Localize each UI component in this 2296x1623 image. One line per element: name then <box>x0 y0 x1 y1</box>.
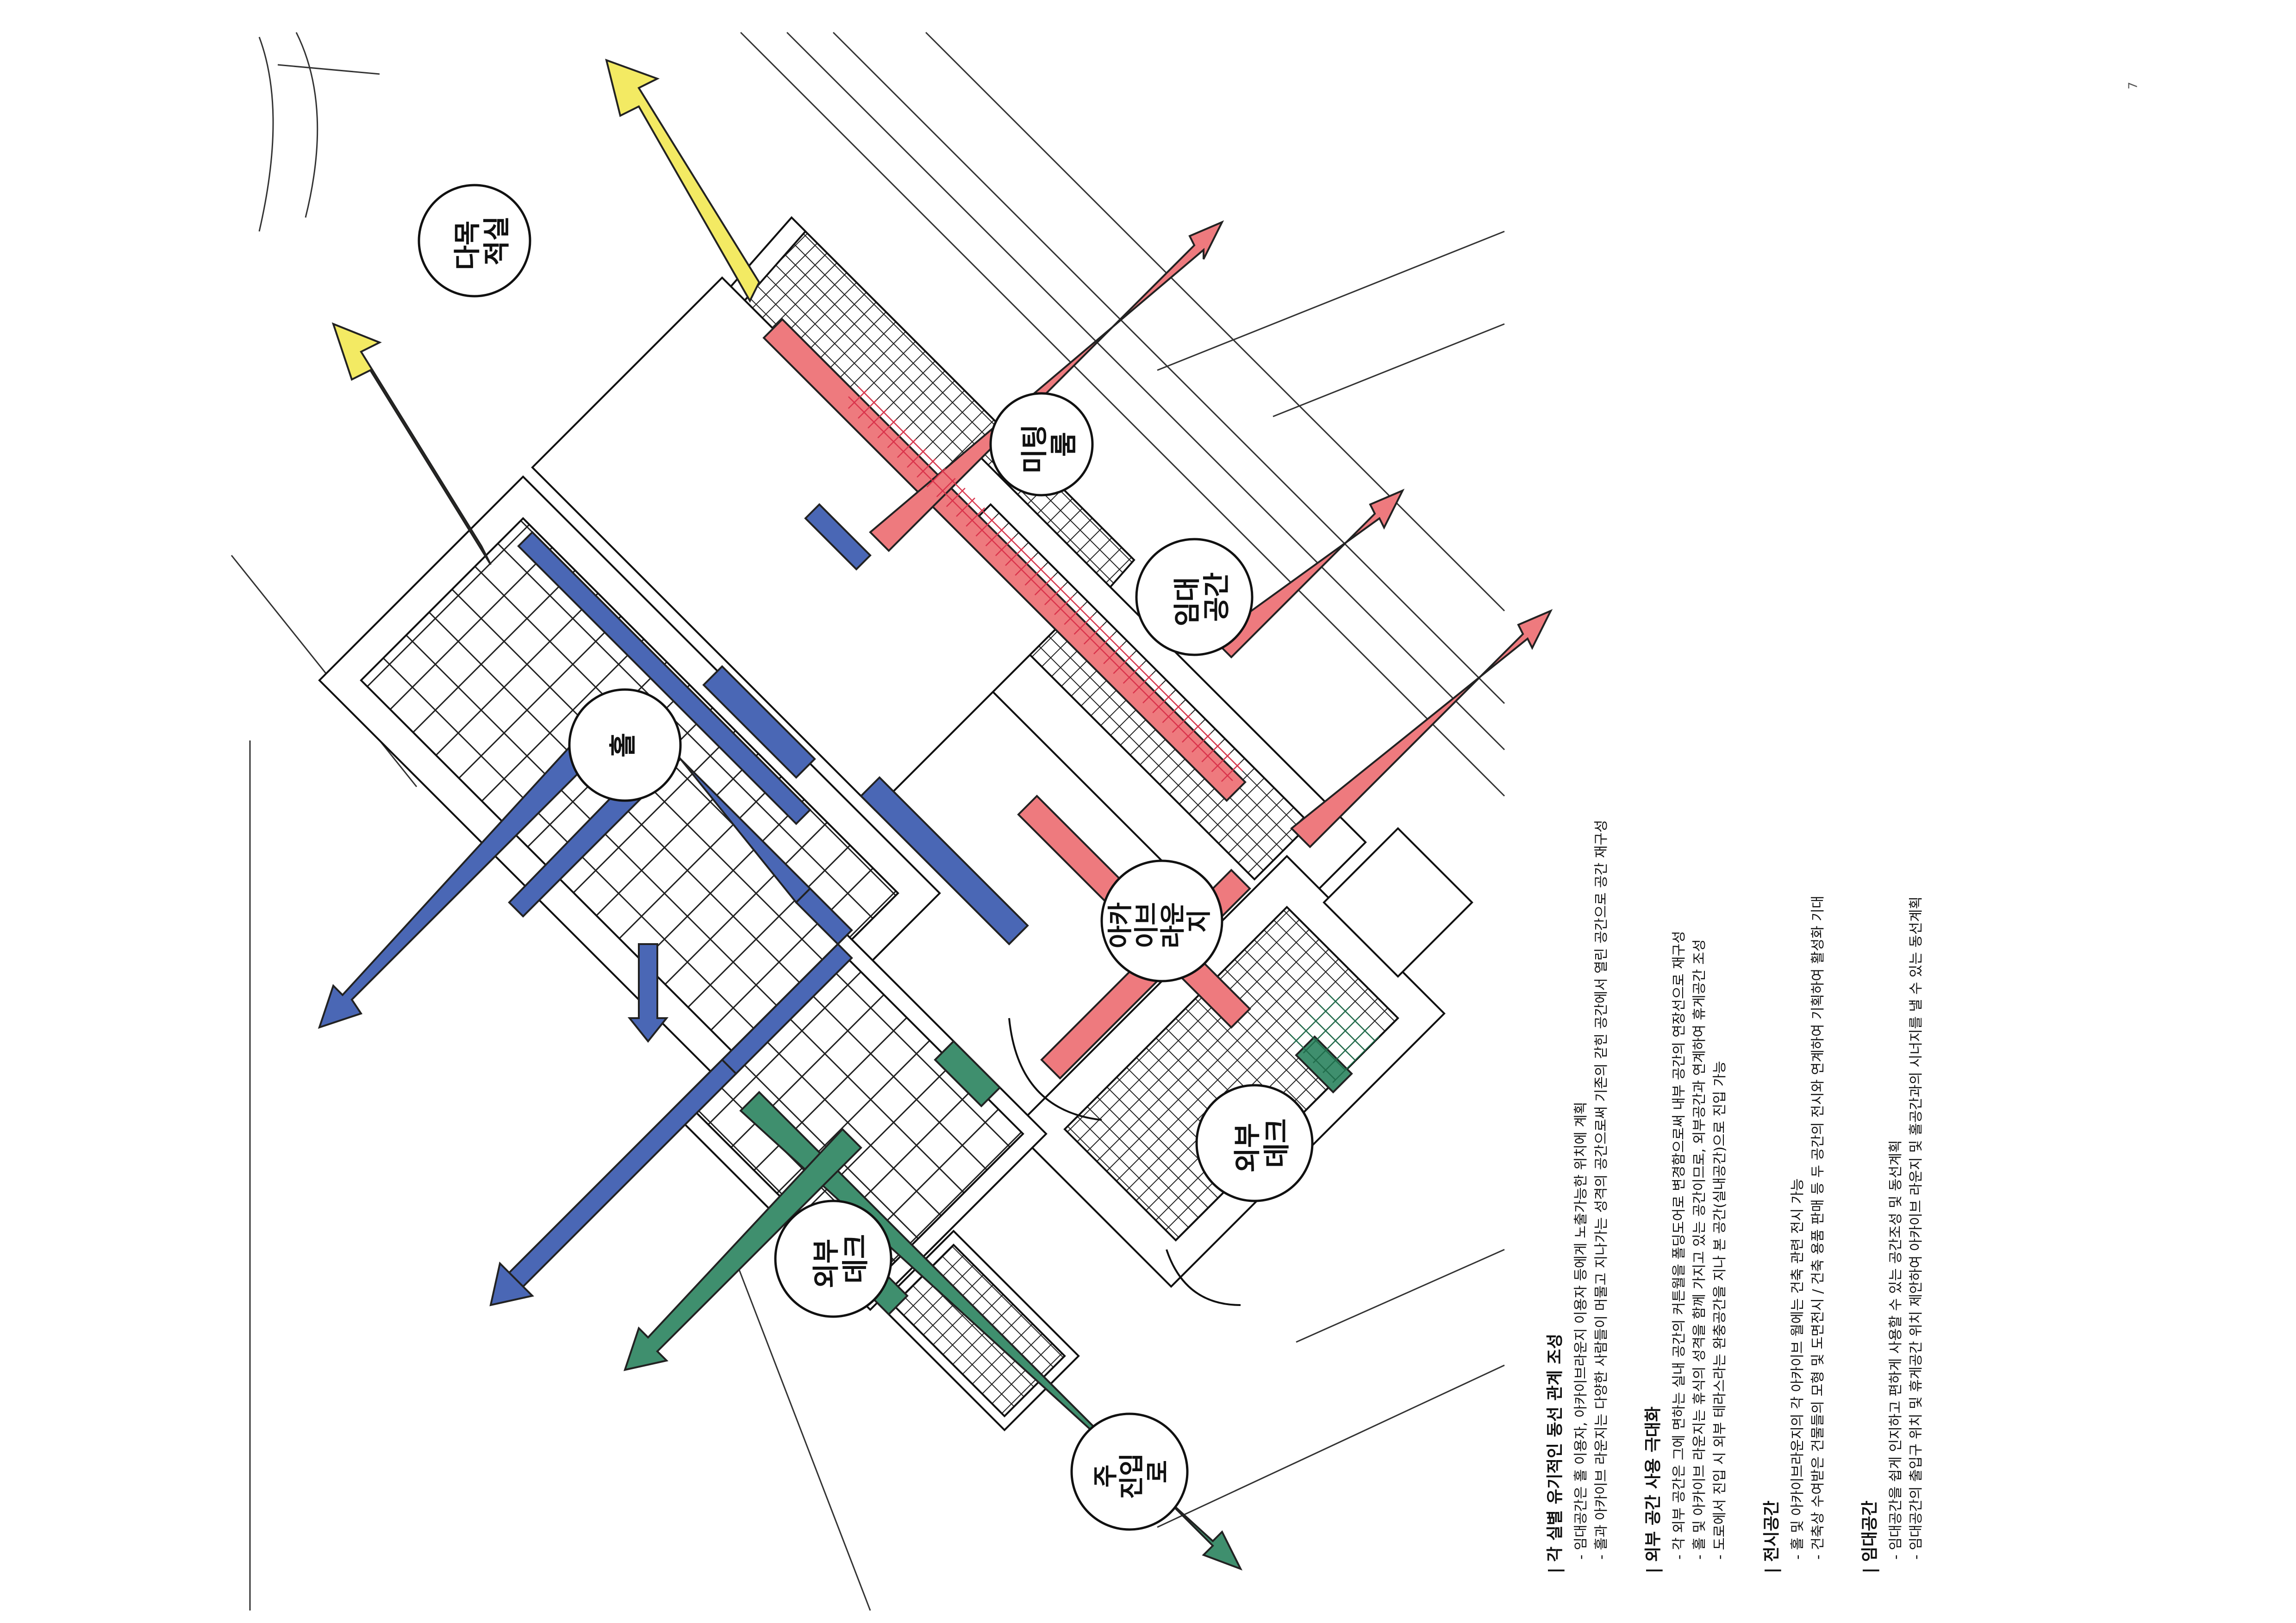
archive-lounge-line3: 라운 <box>1158 902 1187 948</box>
label-rental: 임대 공간 <box>1135 538 1254 656</box>
note-line: 임대공간의 출입구 위치 및 휴게공간 위치 제안하여 아카이브 라운지 및 홀… <box>1906 139 1927 1560</box>
archive-grid-overlay <box>842 384 1245 787</box>
note-line: 홀과 아카이브 라운지는 다양한 사람들이 머물고 지나가는 성격의 공간으로써… <box>1591 139 1612 1560</box>
deck-right-line1: 외부 <box>1232 1123 1263 1173</box>
note-heading: 외부 공간 사용 극대화 <box>1640 139 1664 1573</box>
note-line: 홀 및 아카이브 라운지는 휴식의 성격을 함께 가지고 있는 공간이므로, 외… <box>1690 139 1710 1560</box>
rental-label-line2: 공간 <box>1201 572 1232 622</box>
note-line: 도로에서 진입 시 외부 테라스라는 완충공간을 지나 본 공간(실내공간)으로… <box>1710 139 1730 1560</box>
label-deck-left: 외부 데크 <box>774 1200 892 1318</box>
label-deck-right: 외부 데크 <box>1195 1084 1314 1202</box>
svg-text:다목 적실: 다목 적실 <box>452 211 513 270</box>
note-line: 임대공간은 홀 이용자, 아카이브라운지 이용자 등에게 노출가능한 위치에 계… <box>1571 139 1591 1560</box>
note-heading: 각 실별 유기적인 동선 관계 조성 <box>1541 139 1566 1573</box>
note-line: 홀 및 아카이브라운지의 각 아카이브 월에는 건축 관련 전시 가능 <box>1788 139 1808 1560</box>
note-line: 임대공간을 쉽게 인지하고 편하게 사용할 수 있는 공간조성 및 동선계획 <box>1886 139 1906 1560</box>
archive-label-line2: 적실 <box>481 216 512 266</box>
archive-lounge-line2: 이브 <box>1132 902 1161 948</box>
meeting-label-line2: 룸 <box>1048 432 1079 456</box>
archive-lounge-line4: 지 <box>1184 909 1213 933</box>
label-meeting: 미팅 룸 <box>989 392 1094 497</box>
svg-text:외부 데크: 외부 데크 <box>1232 1114 1293 1173</box>
note-line: 건축상 수여받은 건물들의 모형 및 도면전시 / 건축 용품 판매 등 두 공… <box>1808 139 1828 1560</box>
site-context-lines <box>231 31 1505 1611</box>
note-section: 외부 공간 사용 극대화각 외부 공간은 그에 면하는 실내 공간의 커튼월을 … <box>1640 139 1730 1573</box>
archive-lounge-line1: 아카 <box>1105 902 1135 948</box>
note-section: 전시공간 홀 및 아카이브라운지의 각 아카이브 월에는 건축 관련 전시 가능건… <box>1758 139 1828 1573</box>
entrance-line1: 주 <box>1091 1465 1120 1488</box>
deck-left-line2: 데크 <box>840 1234 871 1284</box>
svg-text:주 진입 로: 주 진입 로 <box>1091 1444 1172 1499</box>
hall-label: 홀 <box>607 733 639 757</box>
svg-text:미팅 룸: 미팅 룸 <box>1019 415 1080 474</box>
design-notes: 각 실별 유기적인 동선 관계 조성임대공간은 홀 이용자, 아카이브라운지 이… <box>1541 139 1958 1573</box>
note-heading: 임대공간 <box>1856 139 1880 1573</box>
rental-label-line1: 임대 <box>1172 577 1203 627</box>
label-entrance: 주 진입 로 <box>1070 1412 1189 1531</box>
entrance-line2: 진입 <box>1117 1453 1146 1499</box>
label-archive-lounge: 아카 이브 라운 지 <box>1100 859 1223 983</box>
multipurpose-route <box>331 58 761 566</box>
note-section: 각 실별 유기적인 동선 관계 조성임대공간은 홀 이용자, 아카이브라운지 이… <box>1541 139 1612 1573</box>
label-hall: 홀 <box>568 688 682 802</box>
note-line: 각 외부 공간은 그에 면하는 실내 공간의 커튼월을 폴딩도어로 변경함으로써… <box>1669 139 1690 1560</box>
deck-grid-overlay <box>1287 990 1379 1083</box>
archive-label-line1: 다목 <box>452 221 483 270</box>
note-heading: 전시공간 <box>1758 139 1782 1573</box>
svg-text:임대 공간: 임대 공간 <box>1172 568 1233 627</box>
label-archive: 다목 적실 <box>418 184 531 298</box>
meeting-label-line1: 미팅 <box>1019 424 1050 474</box>
deck-left-line1: 외부 <box>811 1239 842 1288</box>
svg-text:외부 데크: 외부 데크 <box>811 1230 872 1288</box>
note-section: 임대공간 임대공간을 쉽게 인지하고 편하게 사용할 수 있는 공간조성 및 동선… <box>1856 139 1927 1573</box>
entrance-line3: 로 <box>1143 1460 1172 1483</box>
svg-text:아카 이브 라운 지: 아카 이브 라운 지 <box>1105 894 1213 948</box>
deck-right-line2: 데크 <box>1261 1119 1292 1168</box>
